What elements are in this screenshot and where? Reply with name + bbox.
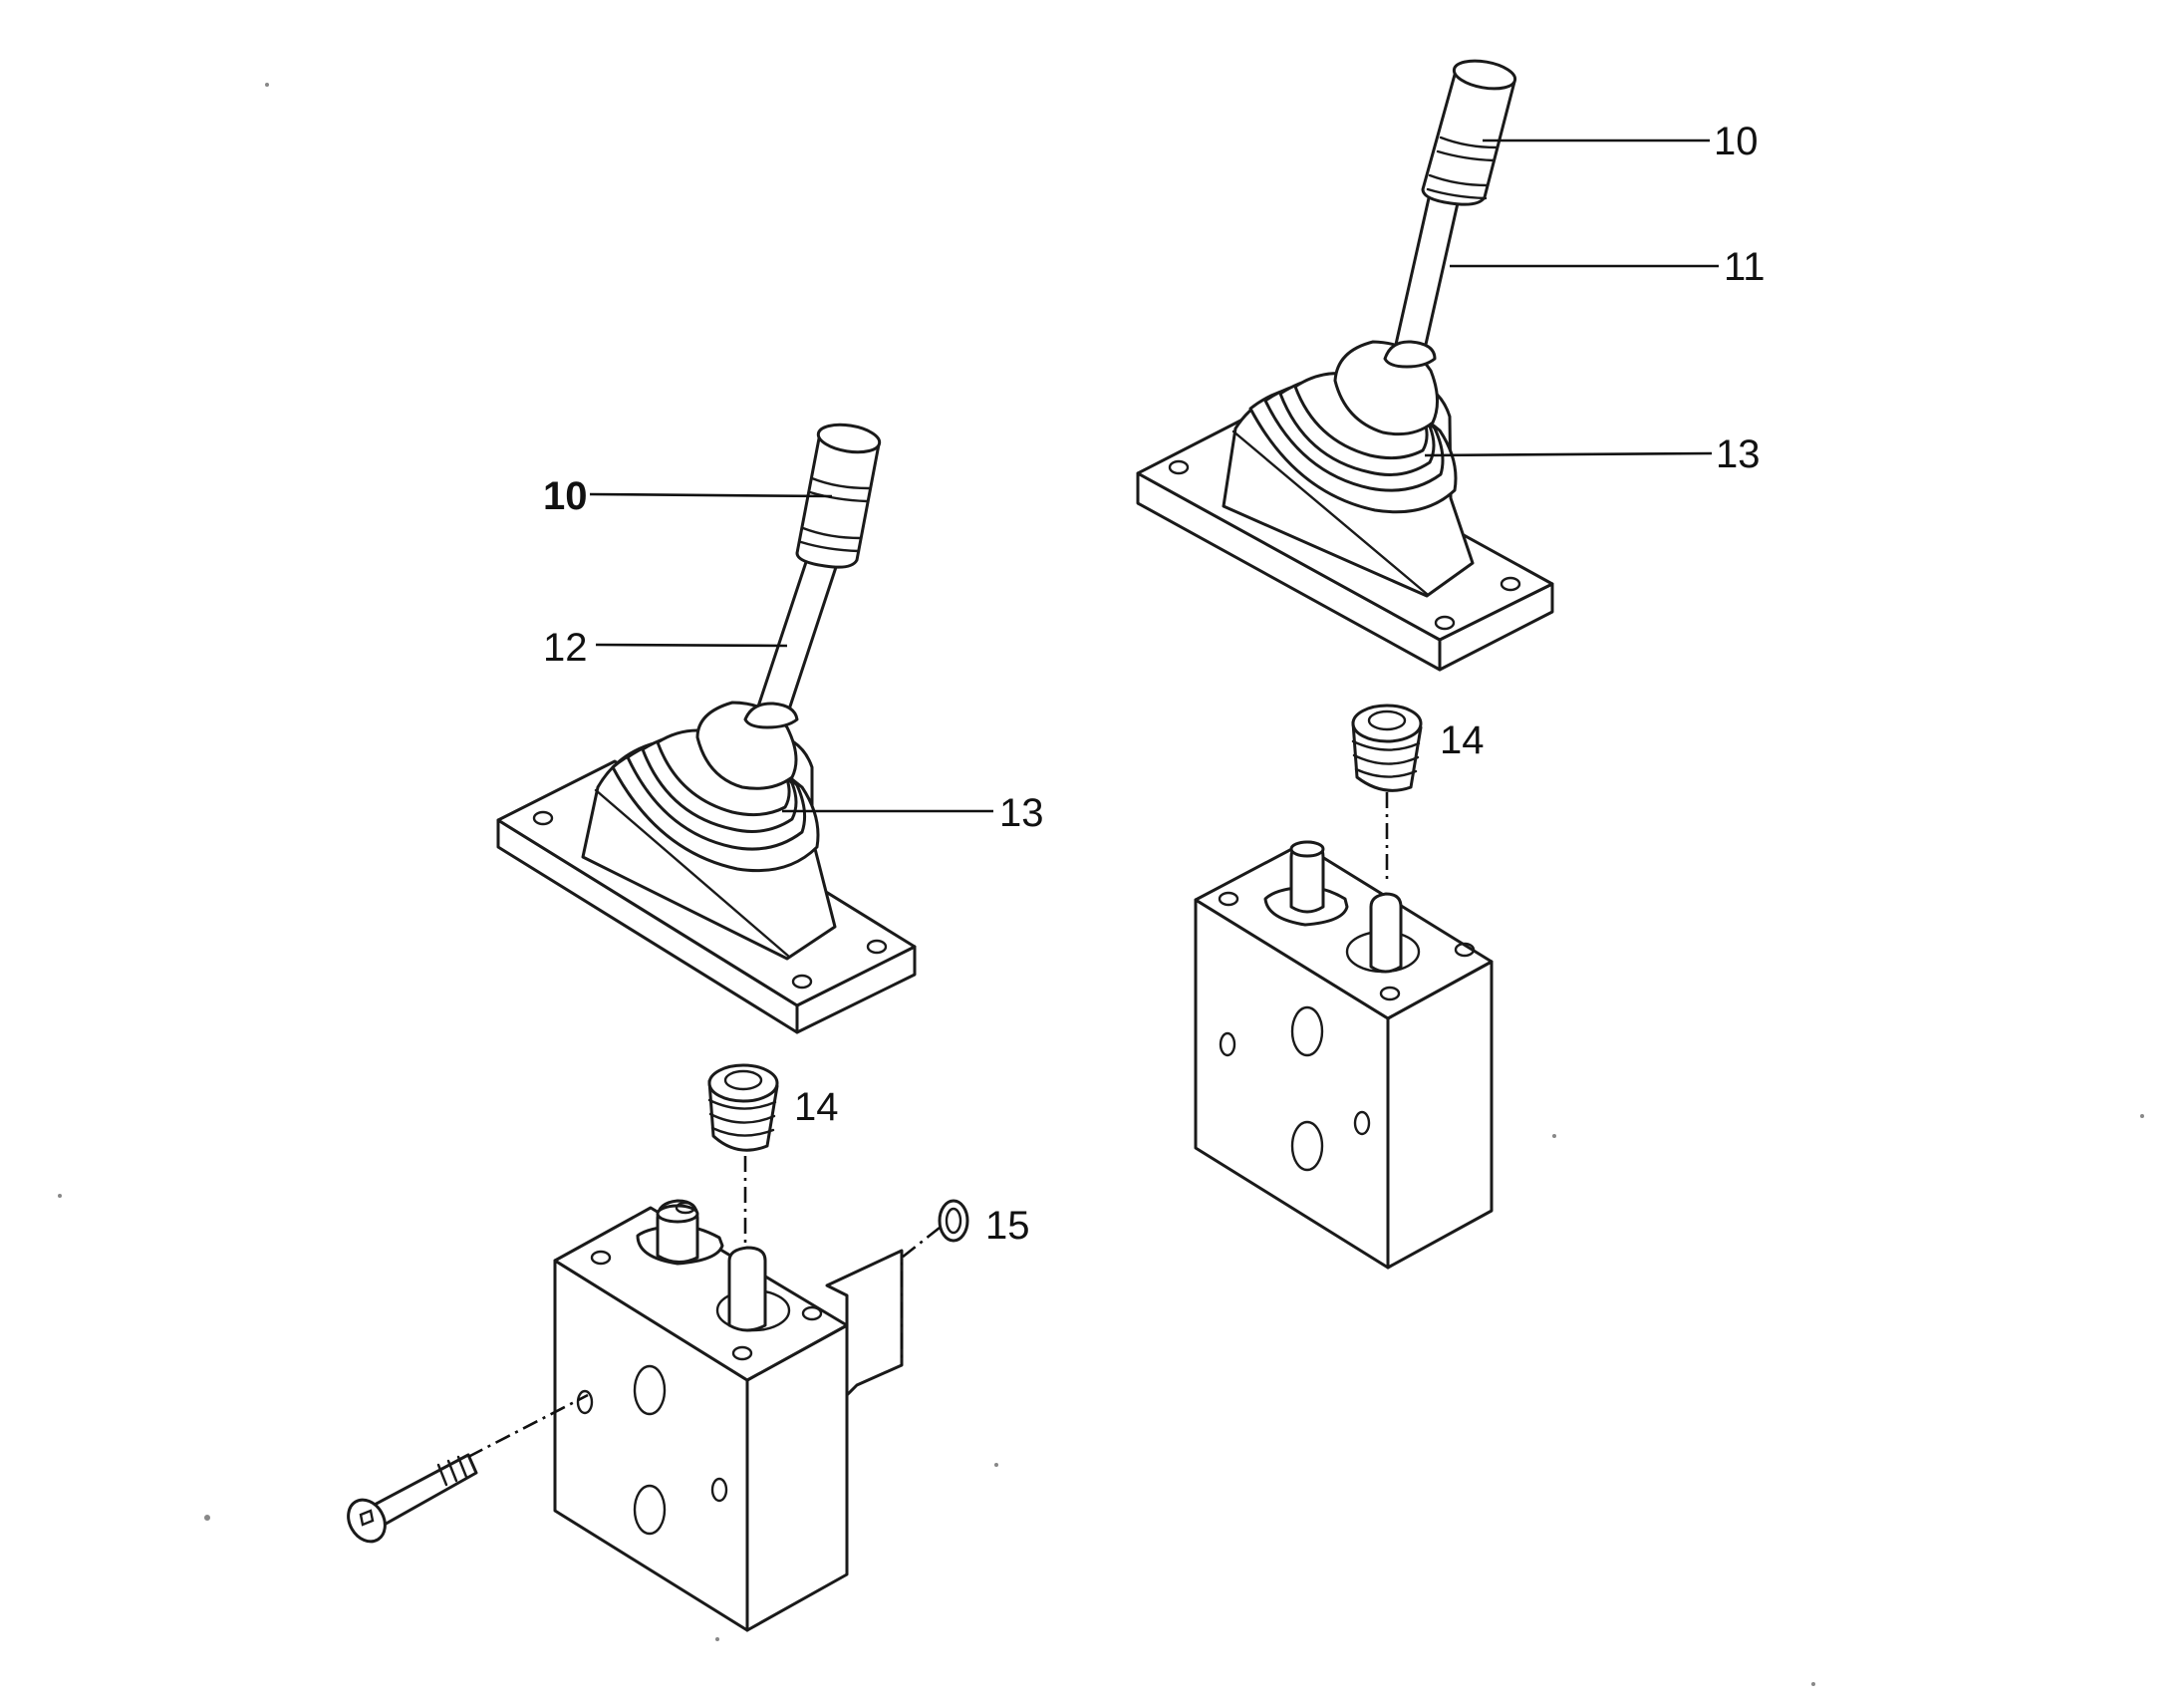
assembly-centerlines <box>467 792 1389 1459</box>
right-lever-rod <box>1383 187 1462 369</box>
right-rubber-boot <box>1222 340 1475 598</box>
callout-13-right: 13 <box>1716 432 1761 476</box>
callout-13-left: 13 <box>999 791 1044 835</box>
left-rubber-boot <box>581 701 837 961</box>
scan-noise <box>58 83 2144 1686</box>
left-cap-screw <box>347 1453 478 1544</box>
leader-lines <box>589 139 1719 813</box>
callout-10-left: 10 <box>543 474 588 518</box>
left-plug <box>707 1063 779 1152</box>
left-lever-rod <box>743 551 841 729</box>
callout-12: 12 <box>543 626 588 670</box>
callout-11: 11 <box>1724 245 1766 289</box>
callout-10-right: 10 <box>1714 120 1759 163</box>
callout-14-left: 14 <box>794 1085 839 1129</box>
callout-14-right: 14 <box>1440 718 1485 762</box>
left-valve-block <box>553 1199 904 1632</box>
left-o-ring <box>938 1199 969 1243</box>
right-plug <box>1351 704 1423 792</box>
left-handle-grip <box>795 423 882 569</box>
right-handle-grip <box>1421 59 1517 206</box>
right-valve-block <box>1194 840 1494 1270</box>
callout-15: 15 <box>985 1204 1030 1248</box>
